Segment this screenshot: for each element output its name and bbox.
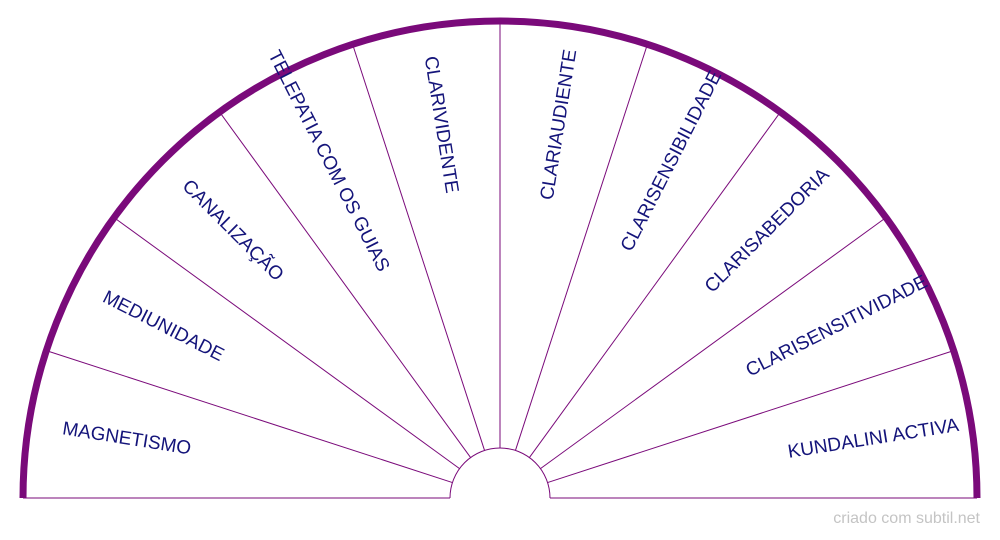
credit-text: criado com subtil.net [833,510,980,527]
outer-rim [19,17,981,499]
segment-label: CLARISENSITIVIDADE [743,272,931,382]
segment-labels: MAGNETISMO MEDIUNIDADECANALIZAÇÃOTELEPATI… [61,47,961,463]
segment-label: CLARISENSIBILIDADE [617,68,726,255]
segment-label: CLARIAUDIENTE [537,48,582,201]
segment-label: CLARISABEDORIA [701,164,834,297]
segment-divider [113,217,460,470]
segment-divider [547,350,954,484]
segment-divider [528,111,781,458]
segment-dividers [46,21,954,484]
segment-label: MEDIUNIDADE [99,287,227,366]
segment-divider [219,111,472,458]
segment-divider [352,44,486,451]
segment-label: MAGNETISMO [61,418,193,459]
segment-label: CANALIZAÇÃO [178,175,288,285]
segment-divider [514,44,648,451]
center-semicircle [449,447,551,499]
segment-divider [46,350,453,484]
segment-label: CLARIVIDENTE [420,55,462,195]
segment-divider [540,217,887,470]
segment-label: KUNDALINI ACTIVA [786,415,960,463]
segment-label: TELEPATIA COM OS GUIAS [263,47,393,275]
